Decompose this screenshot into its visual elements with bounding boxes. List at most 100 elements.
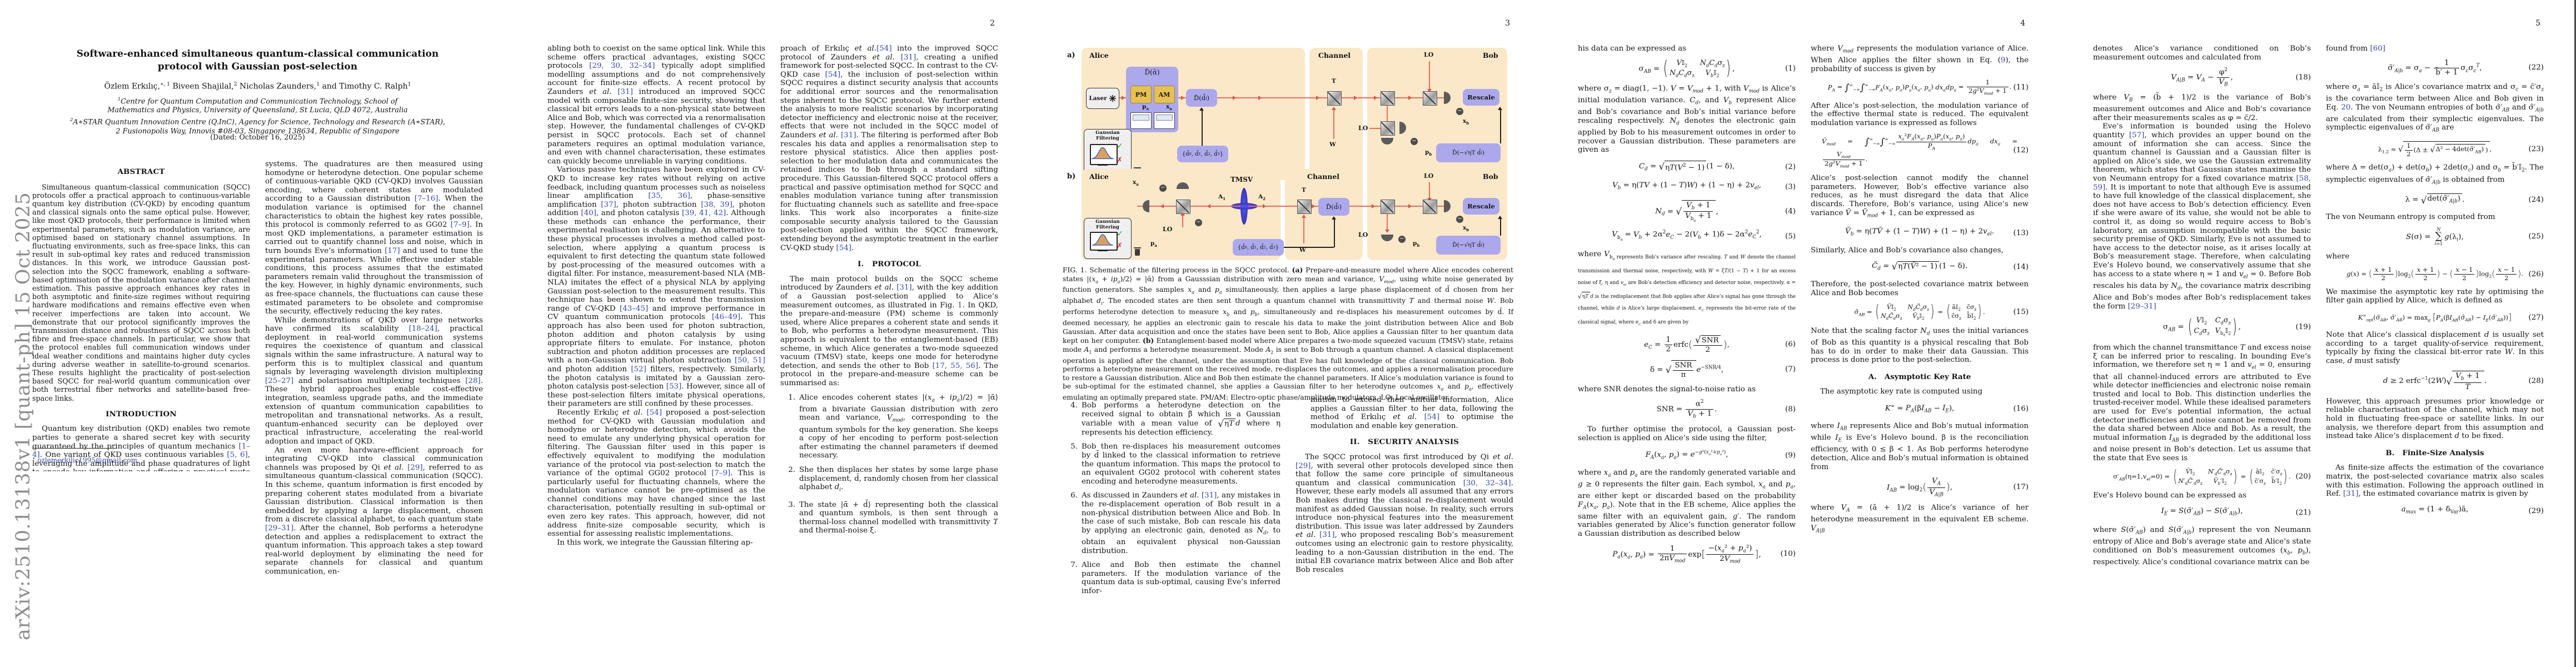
citation-link[interactable]: [31] — [1201, 491, 1217, 500]
citation-link[interactable]: [25–27] — [265, 376, 294, 385]
beam-arrow-icon — [1302, 215, 1306, 218]
citation-link[interactable]: [7–9] — [711, 469, 731, 478]
alphabet-box: {d̄0, d̄1, d̄2, d̄3} — [1233, 239, 1284, 256]
citation-link[interactable]: [50, 51] — [734, 356, 765, 365]
paragraph: where VA = (ã + 1)/2 is Alice’s variance… — [1811, 503, 2029, 534]
citation-link[interactable]: [53] — [666, 382, 682, 391]
beam-down — [1387, 106, 1388, 126]
footnote-star: ∗ — [32, 456, 36, 461]
thermal-noise-label: W — [1299, 247, 1306, 253]
citation-link[interactable]: [37] — [601, 200, 616, 209]
affiliation-line: Mathematics and Physics, University of Q… — [107, 106, 408, 115]
monitor-stand — [1098, 164, 1108, 166]
citation-link[interactable]: [54] — [876, 44, 892, 53]
thermal-noise-beam — [1333, 109, 1334, 139]
lo-beam — [1429, 182, 1430, 200]
pb-label: pb — [1425, 149, 1432, 157]
displacement-di-box: D̂(d̄i) — [1318, 198, 1349, 216]
minus-node-icon: − — [1456, 108, 1463, 115]
channel-label: Channel — [1307, 172, 1340, 181]
beam-down — [1387, 214, 1388, 232]
beam-splitter-icon — [1423, 200, 1437, 214]
page-3: 3 a) Alice Channel Bob Laser D̂(ᾱ) PM AM… — [1030, 0, 1546, 667]
citation-link[interactable]: [31] — [840, 131, 856, 140]
citation-link[interactable]: [31] — [1319, 531, 1335, 540]
citation-link[interactable]: [46–49] — [711, 313, 741, 322]
citation-link[interactable]: [57] — [2129, 131, 2145, 140]
footnote-email-link[interactable]: ozlemerkilic1995@gmail.com — [37, 456, 137, 464]
detector-icon — [1381, 235, 1393, 241]
function-generator-icon — [1130, 112, 1152, 129]
optical-beam — [1118, 97, 1446, 98]
page2-column-1: abling both to coexist on the same optic… — [547, 44, 765, 642]
citation-link[interactable]: [30, 32–34] — [1463, 479, 1511, 487]
list-item: 1.Alice encodes coherent states |(xa + i… — [788, 393, 998, 460]
alice-label: Alice — [1089, 172, 1109, 181]
citation-link[interactable]: [1–4] — [32, 442, 250, 460]
citation-link[interactable]: [29] — [407, 463, 423, 472]
citation-link[interactable]: [43–45] — [620, 304, 649, 313]
gaussian-curve-icon — [1092, 234, 1114, 246]
citation-link[interactable]: [35, 36] — [648, 192, 690, 201]
citation-link[interactable]: [54] — [836, 243, 851, 252]
detector-icon — [1399, 122, 1406, 134]
citation-link[interactable]: [28] — [465, 376, 481, 385]
footnote-rule — [32, 448, 116, 449]
beam-arrow-icon — [1427, 89, 1432, 92]
citation-link[interactable]: [54] — [646, 408, 662, 417]
citation-link[interactable]: [29–31] — [265, 524, 294, 532]
citation-link[interactable]: [5, 6] — [227, 451, 248, 460]
citation-link[interactable]: [38, 39] — [701, 200, 733, 209]
paragraph: After Alice’s post-selection, the modula… — [1811, 101, 2029, 127]
citation-link[interactable]: [54] — [825, 70, 841, 79]
citation-link[interactable]: [31] — [2343, 490, 2359, 499]
citation-link[interactable]: [39, 41, 42] — [681, 209, 726, 218]
local-oscillator-label: LO — [1358, 125, 1368, 132]
paragraph: where xa and pa are the randomly generat… — [1578, 468, 1796, 539]
citation-link[interactable]: [29] — [1296, 461, 1311, 470]
beam-arrow-icon — [1263, 204, 1266, 208]
citation-link[interactable]: [18–24] — [408, 325, 437, 334]
paragraph: The von Neumann entropy is computed from — [2326, 212, 2495, 221]
minus-node-icon: − — [1398, 236, 1406, 243]
section-heading: INTRODUCTION — [106, 409, 177, 419]
panel-a-label: a) — [1067, 51, 1075, 59]
wire-arrow-icon — [1498, 107, 1502, 110]
channel-box — [1309, 48, 1363, 180]
citation-link[interactable]: [58, 59] — [2093, 175, 2311, 192]
citation-link[interactable]: [7–16] — [414, 195, 439, 203]
citation-link[interactable]: [31] — [900, 53, 916, 62]
equation: C̃d = √ηT(Ṽ² − 1)(1 − δ).(14) — [1871, 260, 2029, 272]
detector-icon — [1444, 200, 1451, 212]
paragraph: Note that the scaling factor Nd uses the… — [1811, 326, 2029, 365]
pb-label: pb — [1413, 240, 1420, 248]
citation-link[interactable]: [29, 30, 32–34] — [589, 62, 655, 71]
citation-link[interactable]: [54] — [1424, 413, 1440, 422]
displacement-di-box: D̂(d̄i) — [1186, 89, 1217, 107]
citation-link[interactable]: [7–9] — [450, 221, 470, 230]
citation-link[interactable]: [17, 55, 56] — [932, 361, 979, 370]
beam-splitter-icon — [1381, 121, 1395, 136]
citation-link[interactable]: [40] — [581, 209, 596, 218]
page-5: 5 denotes Alice’s variance conditioned o… — [2061, 0, 2576, 667]
citation-link[interactable]: [52] — [631, 365, 646, 374]
citation-link[interactable]: [31] — [896, 283, 912, 292]
paragraph: Alice’s post-selection cannot modify the… — [1811, 174, 2029, 219]
page4-column-2: where Vmod represents the modulation var… — [1811, 44, 2029, 648]
citation-link[interactable]: [29–31] — [2127, 302, 2156, 311]
paragraph: where σz = diag(1, −1). V = Vmod + 1, wi… — [1578, 84, 1796, 155]
mode-a1-label: A1 — [1218, 193, 1225, 202]
equation: IE = S(σ̃′AB) − S(σ̃′A|b),(21) — [2161, 507, 2311, 517]
paragraph: Quantum key distribution (QKD) enables t… — [32, 425, 250, 471]
citation-link[interactable]: [60] — [2370, 44, 2385, 53]
rescale-box: Rescale — [1463, 198, 1499, 215]
citation-link[interactable]: [17] — [385, 246, 400, 255]
beam-arrow-icon — [1372, 204, 1375, 208]
citation-link[interactable]: [31] — [617, 87, 633, 96]
